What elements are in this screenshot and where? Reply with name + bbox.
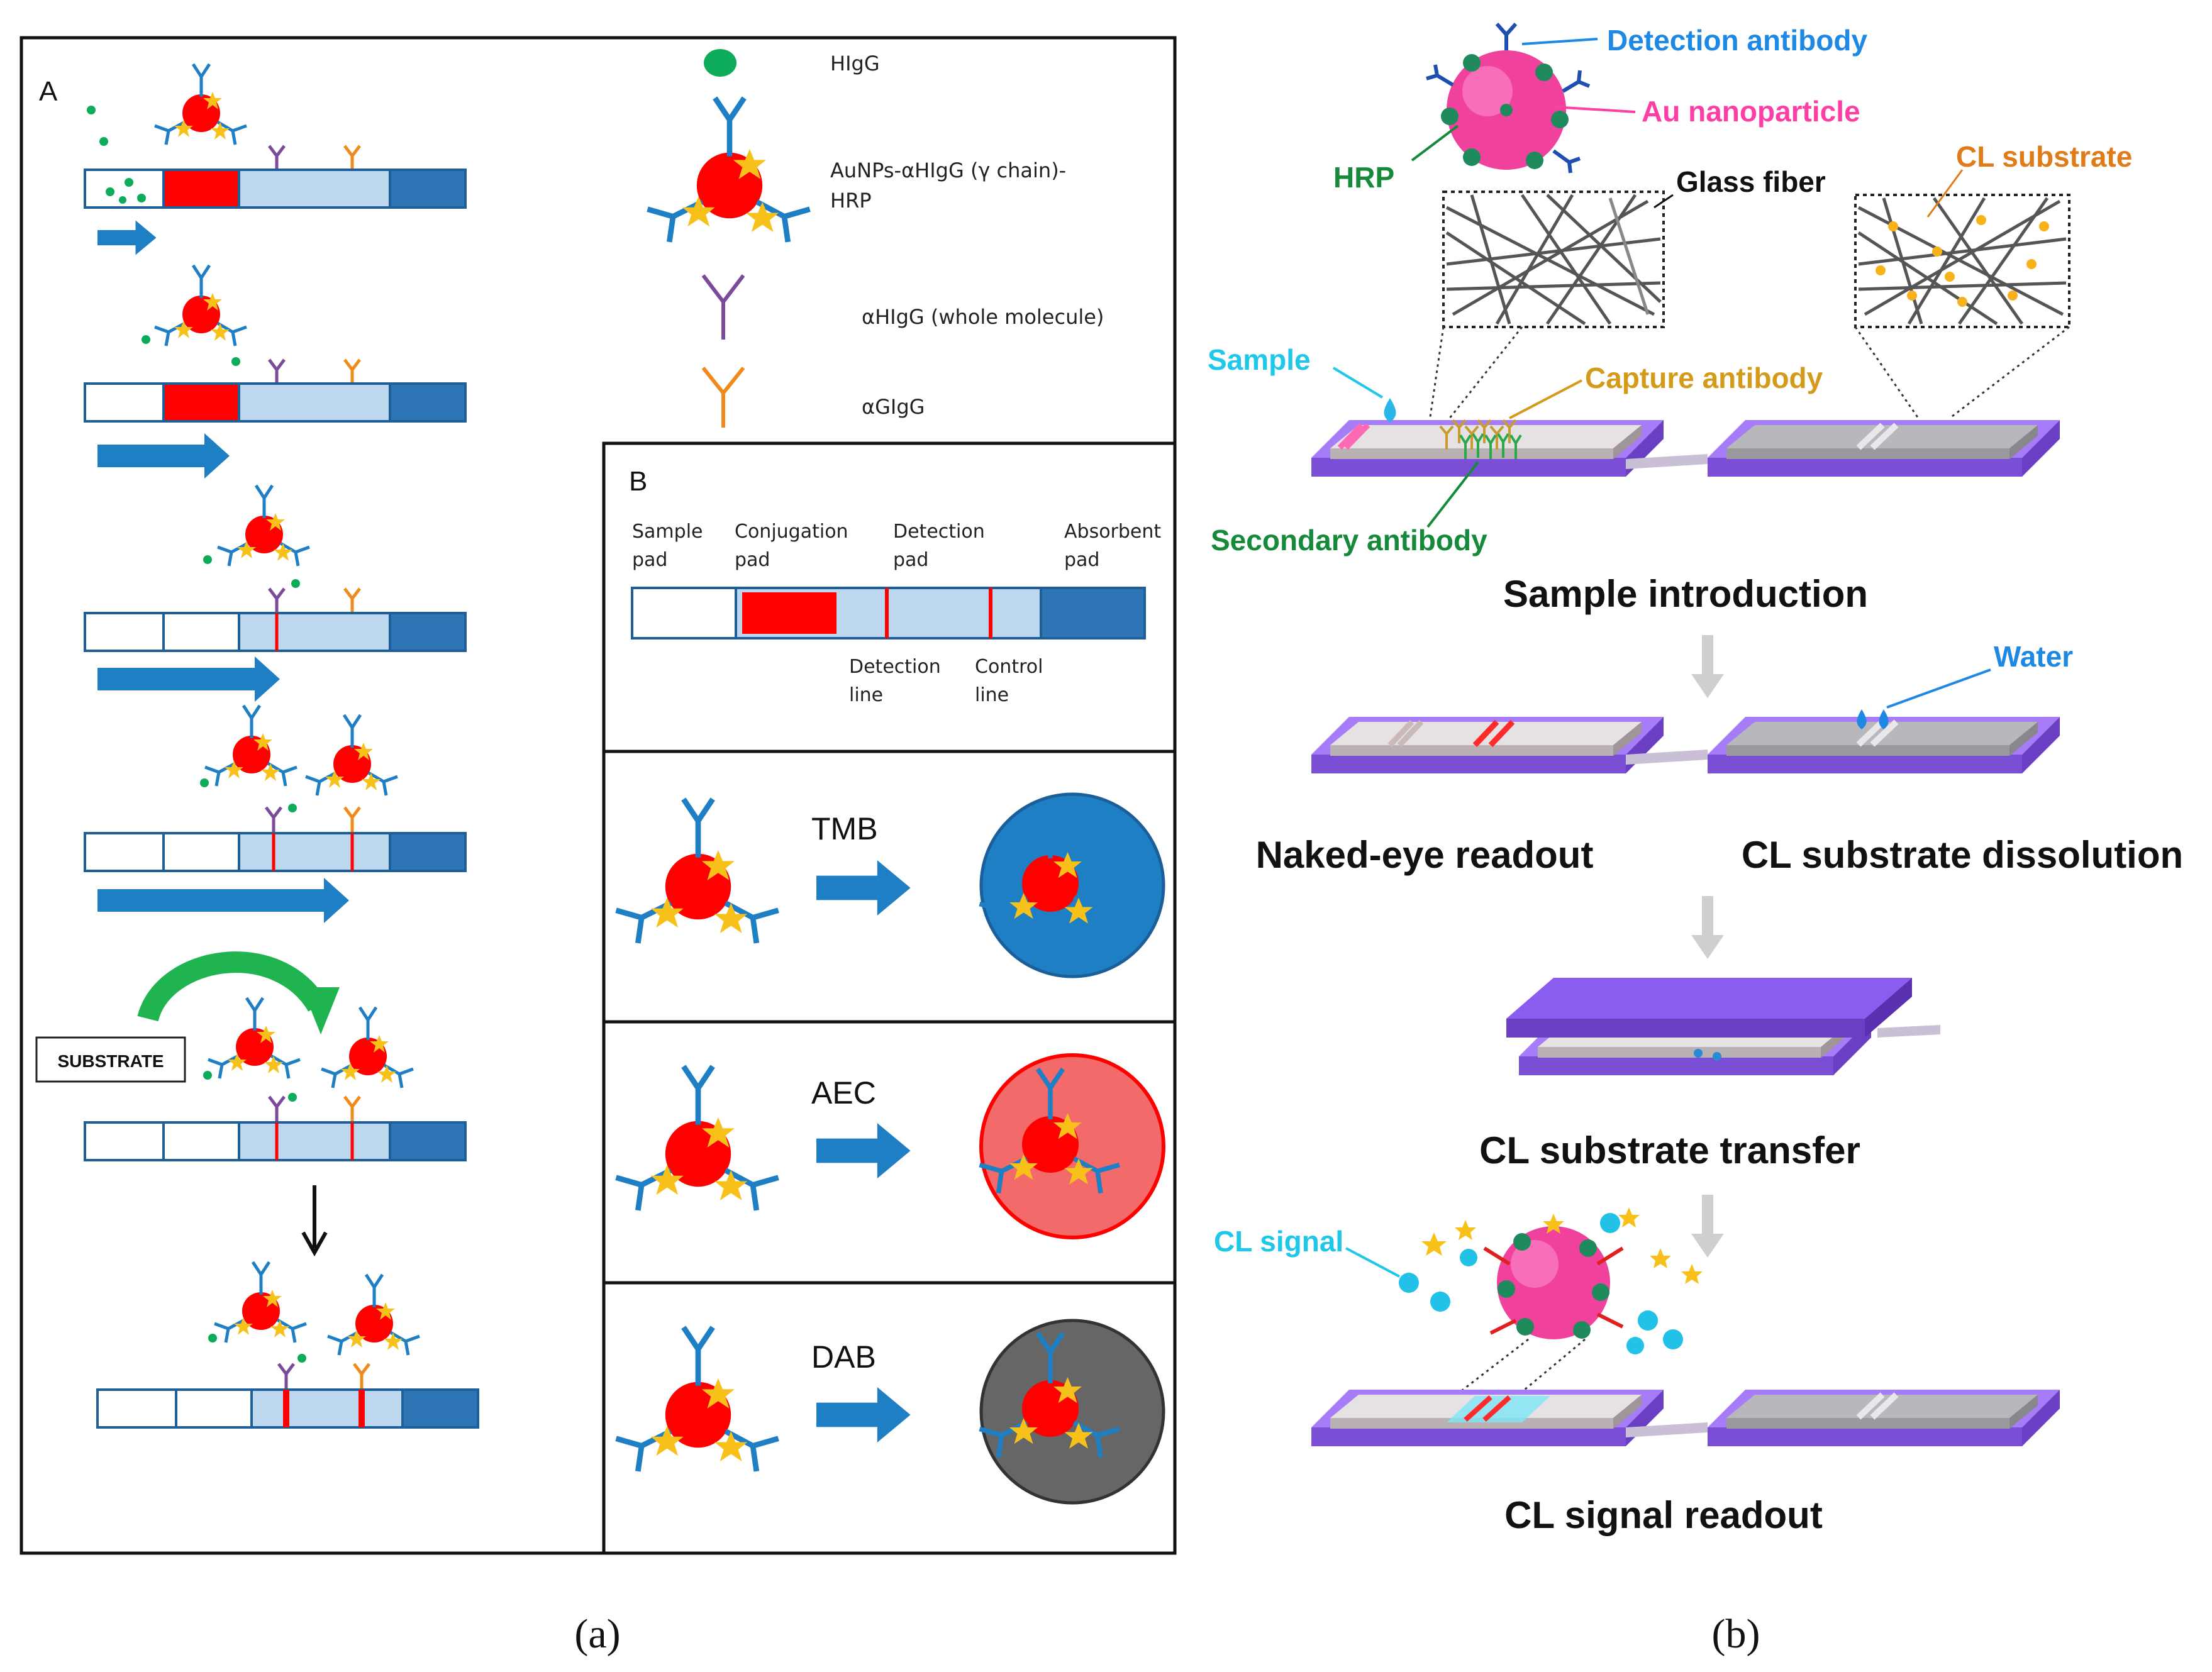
label-cl-substrate-transfer: CL substrate transfer xyxy=(1479,1129,1860,1171)
control-line-2: line xyxy=(975,684,1009,706)
reaction-label-aec: AEC xyxy=(811,1075,876,1110)
label-cl-signal: CL signal xyxy=(1214,1225,1343,1258)
panel-b-box xyxy=(602,441,1177,753)
strip-schematic xyxy=(631,587,1146,639)
reaction-label-tmb: TMB xyxy=(811,811,878,846)
panel-b: Detection antibody Au nanoparticle HRP G… xyxy=(1208,23,2183,1657)
au-nanoparticle-top xyxy=(1426,23,1591,174)
hlgg-icon xyxy=(704,49,736,77)
gray-arrow-1 xyxy=(1691,635,1724,698)
label-b: B xyxy=(629,466,647,497)
reaction-row-dab: DAB xyxy=(616,1319,1165,1505)
reaction-row-aec: AEC xyxy=(616,1053,1165,1239)
label-sample-introduction: Sample introduction xyxy=(1503,573,1868,615)
reaction-row-tmb: TMB xyxy=(616,792,1165,978)
part-det-1: Detection xyxy=(893,521,985,543)
label-naked-eye-readout: Naked-eye readout xyxy=(1256,834,1594,876)
black-down-arrow xyxy=(301,1185,328,1257)
panel-a-frame xyxy=(19,36,1177,1555)
label-glass-fiber: Glass fiber xyxy=(1676,165,1826,198)
part-sample-1: Sample xyxy=(632,521,703,543)
part-conj-2: pad xyxy=(735,549,770,571)
strip-step-1 xyxy=(84,64,467,255)
water-drop-icon-1 xyxy=(1857,709,1867,729)
green-curved-arrow xyxy=(137,951,327,1022)
strip-step-4 xyxy=(84,706,467,923)
control-line-1: Control xyxy=(975,656,1043,678)
caption-b: (b) xyxy=(1712,1611,1760,1657)
legend-conjugate-2: HRP xyxy=(830,189,872,213)
legend-conjugate-1: AuNPs-αHIgG (γ chain)- xyxy=(830,158,1066,182)
part-det-2: pad xyxy=(893,549,928,571)
label-detection-antibody: Detection antibody xyxy=(1607,24,1867,57)
legend-ahlgg: αHIgG (whole molecule) xyxy=(862,305,1104,329)
label-sample: Sample xyxy=(1208,343,1311,376)
sample-drop-icon xyxy=(1384,398,1396,423)
part-sample-2: pad xyxy=(632,549,667,571)
label-cl-signal-readout: CL signal readout xyxy=(1504,1494,1823,1536)
part-conj-1: Conjugation xyxy=(735,521,848,543)
reaction-label-dab: DAB xyxy=(811,1339,876,1375)
part-abs-1: Absorbent xyxy=(1064,521,1161,543)
cl-signal-particles xyxy=(1399,1213,1683,1354)
legend-aglgg: αGIgG xyxy=(862,395,925,419)
glass-fiber-box-left xyxy=(1442,191,1665,328)
label-hrp: HRP xyxy=(1333,161,1394,194)
substrate-label: SUBSTRATE xyxy=(57,1051,164,1071)
label-au-nanoparticle: Au nanoparticle xyxy=(1642,95,1860,128)
label-a: A xyxy=(39,76,58,107)
label-cl-substrate: CL substrate xyxy=(1956,140,2132,173)
gray-arrow-3 xyxy=(1691,1195,1724,1258)
aglgg-antibody-icon xyxy=(701,367,745,428)
strip-step-6 xyxy=(96,1262,479,1429)
au-nanoparticle-signal xyxy=(1483,1226,1624,1339)
label-capture-antibody: Capture antibody xyxy=(1585,362,1823,394)
substrate-box xyxy=(35,1036,186,1083)
legend-hlgg: HIgG xyxy=(830,52,880,75)
stacked-devices xyxy=(1506,978,1940,1075)
label-cl-substrate-dissolution: CL substrate dissolution xyxy=(1742,834,2183,876)
strip-step-3 xyxy=(84,485,467,702)
panel-a: A HIgG AuNPs-αHIgG (γ chain)- HRP αHIgG … xyxy=(19,36,1177,1657)
strip-step-2 xyxy=(84,265,467,479)
label-water: Water xyxy=(1994,640,2073,673)
detection-line-1: Detection xyxy=(849,656,941,678)
caption-a: (a) xyxy=(574,1611,620,1657)
gray-arrow-2 xyxy=(1691,896,1724,959)
capture-antibody-cluster xyxy=(1439,419,1517,450)
label-secondary-antibody: Secondary antibody xyxy=(1211,524,1487,556)
conjugate-icon xyxy=(648,98,810,242)
glass-fiber-box-right xyxy=(1854,194,2070,328)
strip-step-5: SUBSTRATE xyxy=(35,951,467,1161)
cl-signal-stars xyxy=(1421,1207,1703,1284)
part-abs-2: pad xyxy=(1064,549,1099,571)
detection-line-2: line xyxy=(849,684,883,706)
ahlgg-antibody-icon xyxy=(701,274,745,340)
water-drop-icon-2 xyxy=(1879,709,1889,729)
